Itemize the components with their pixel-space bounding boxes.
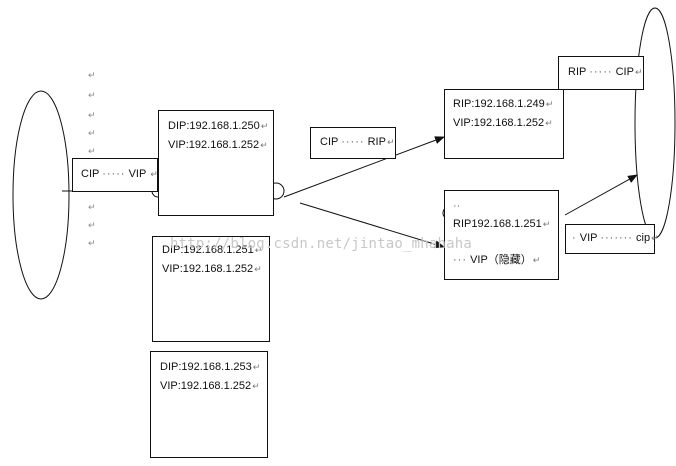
response-bottom-cip: cip xyxy=(636,232,651,244)
return-mark: ↵ xyxy=(252,381,260,391)
server-ellipse xyxy=(634,7,676,239)
forward-packet-box: CIP ····· RIP↵ xyxy=(310,127,396,159)
real-server-box-2: ·· RIP192.168.1.251↵ ··· VIP（隐藏）↵ xyxy=(444,190,559,280)
response-bottom-vip: VIP xyxy=(579,232,598,244)
standby-1-dip: DIP:192.168.1.251 xyxy=(162,244,254,256)
return-mark: ↵ xyxy=(88,90,96,100)
dots: ··· xyxy=(453,254,467,266)
return-mark: ↵ xyxy=(254,264,262,274)
director-box: DIP:192.168.1.250↵ VIP:192.168.1.252↵ xyxy=(158,110,274,216)
return-mark: ↵ xyxy=(532,255,541,265)
return-mark: ↵ xyxy=(252,362,261,372)
arrow-rs2-to-client xyxy=(564,174,638,216)
arrow-director-to-rs1 xyxy=(283,136,445,198)
client-vip-label: VIP xyxy=(128,168,147,180)
return-mark: ↵ xyxy=(88,238,96,248)
rs1-vip: VIP:192.168.1.252 xyxy=(453,117,545,129)
return-mark: ↵ xyxy=(88,128,96,138)
return-mark: ↵ xyxy=(634,67,643,77)
rs1-rip: RIP:192.168.1.249 xyxy=(453,98,545,110)
dots: · xyxy=(572,232,577,244)
client-cip-label: CIP xyxy=(81,168,100,180)
return-mark: ↵ xyxy=(88,70,96,80)
client-ellipse xyxy=(12,90,70,300)
response-top-cip: CIP xyxy=(615,66,634,78)
real-server-box-1: RIP:192.168.1.249↵ VIP:192.168.1.252↵ xyxy=(444,89,564,159)
watermark: http://blog.csdn.net/jintao_mhahaha xyxy=(170,236,473,252)
forward-cip-label: CIP xyxy=(320,136,339,148)
standby-1-vip: VIP:192.168.1.252 xyxy=(162,263,254,275)
return-mark: ↵ xyxy=(254,245,263,255)
standby-2-vip: VIP:192.168.1.252 xyxy=(160,380,252,392)
return-mark: ↵ xyxy=(88,110,96,120)
rs2-dots: ·· xyxy=(453,200,461,212)
dots: ····· xyxy=(102,168,126,180)
return-mark: ↵ xyxy=(260,140,268,150)
rs2-rip: RIP192.168.1.251 xyxy=(453,218,542,230)
arrow-director-to-rs2 xyxy=(299,202,445,249)
director-dip: DIP:192.168.1.250 xyxy=(168,120,260,132)
return-mark: ↵ xyxy=(88,202,96,212)
standby-2-dip: DIP:192.168.1.253 xyxy=(160,361,252,373)
dots: ····· xyxy=(341,136,365,148)
return-mark: ↵ xyxy=(88,220,96,230)
return-mark: ↵ xyxy=(88,146,96,156)
return-mark: ↵ xyxy=(386,137,395,147)
return-mark: ↵ xyxy=(651,233,659,243)
standby-director-box-2: DIP:192.168.1.253↵ VIP:192.168.1.252↵ xyxy=(150,351,268,458)
return-mark: ↵ xyxy=(542,219,551,229)
response-top-box: RIP ····· CIP↵ xyxy=(558,56,644,90)
return-mark: ↵ xyxy=(545,99,554,109)
response-bottom-box: · VIP ······· cip↵ xyxy=(565,224,659,254)
return-mark: ↵ xyxy=(545,118,553,128)
return-mark: ↵ xyxy=(150,169,158,179)
client-packet-box: CIP ····· VIP ↵ xyxy=(72,158,158,192)
forward-rip-label: RIP xyxy=(367,136,386,148)
rs2-vip: VIP（隐藏） xyxy=(470,254,532,266)
standby-director-box-1: DIP:192.168.1.251↵ VIP:192.168.1.252↵ xyxy=(152,236,270,342)
director-vip: VIP:192.168.1.252 xyxy=(168,139,260,151)
dots: ······· xyxy=(600,232,633,244)
dots: ····· xyxy=(589,66,613,78)
return-mark: ↵ xyxy=(260,121,269,131)
response-top-rip: RIP xyxy=(568,66,587,78)
